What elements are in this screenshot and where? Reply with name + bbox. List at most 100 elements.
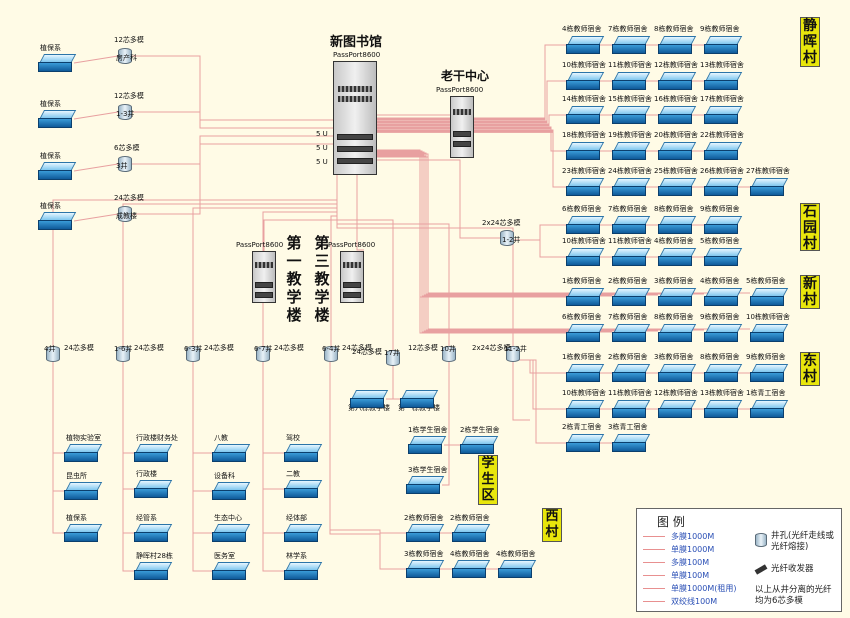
switch-icon[interactable] [284, 562, 323, 580]
switch-icon[interactable] [212, 482, 251, 500]
switch-icon[interactable] [612, 364, 651, 382]
switch-icon[interactable] [658, 400, 697, 418]
switch-icon[interactable] [750, 324, 789, 342]
switch-icon[interactable] [566, 106, 605, 124]
switch-icon[interactable] [704, 72, 743, 90]
switch-icon[interactable] [406, 524, 445, 542]
bottom-well-fiber: 24芯多模 [352, 348, 382, 356]
switch-icon[interactable] [704, 400, 743, 418]
link-line [52, 362, 64, 534]
dorm-label: 13栋教师宿舍 [700, 389, 744, 397]
switch-icon[interactable] [658, 142, 697, 160]
xicun-label: 2栋教师宿舍 [404, 514, 444, 522]
switch-icon[interactable] [750, 364, 789, 382]
switch-icon[interactable] [658, 288, 697, 306]
switch-icon[interactable] [704, 248, 743, 266]
switch-icon[interactable] [460, 436, 499, 454]
switch-icon[interactable] [750, 178, 789, 196]
switch-icon[interactable] [612, 142, 651, 160]
switch-icon[interactable] [452, 560, 491, 578]
switch-icon[interactable] [704, 106, 743, 124]
switch-icon[interactable] [612, 288, 651, 306]
dorm-label: 1栋教师宿舍 [562, 277, 602, 285]
switch-icon[interactable] [134, 524, 173, 542]
switch-icon[interactable] [134, 480, 173, 498]
switch-icon[interactable] [38, 212, 77, 230]
bottom-well-name: 4井 [44, 345, 56, 353]
switch-icon[interactable] [612, 248, 651, 266]
switch-icon[interactable] [566, 142, 605, 160]
switch-icon[interactable] [38, 54, 77, 72]
switch-icon[interactable] [658, 36, 697, 54]
link-line [122, 362, 134, 572]
switch-icon[interactable] [566, 288, 605, 306]
link-line [263, 175, 338, 251]
switch-icon[interactable] [612, 72, 651, 90]
switch-icon[interactable] [704, 178, 743, 196]
switch-icon[interactable] [566, 364, 605, 382]
switch-icon[interactable] [64, 482, 103, 500]
dorm-label: 11栋教师宿舍 [608, 61, 652, 69]
switch-icon[interactable] [658, 364, 697, 382]
well-icon [324, 346, 338, 362]
switch-icon[interactable] [64, 444, 103, 462]
switch-icon[interactable] [38, 162, 77, 180]
well-icon [256, 346, 270, 362]
switch-icon[interactable] [658, 248, 697, 266]
switch-icon[interactable] [408, 436, 447, 454]
switch-icon[interactable] [750, 288, 789, 306]
dorm-label: 9栋教师宿舍 [700, 205, 740, 213]
switch-icon[interactable] [212, 524, 251, 542]
switch-icon[interactable] [658, 106, 697, 124]
left-fiber: 12芯多模 [114, 36, 144, 44]
switch-icon[interactable] [612, 36, 651, 54]
switch-icon[interactable] [704, 36, 743, 54]
switch-icon[interactable] [284, 480, 323, 498]
switch-icon[interactable] [452, 524, 491, 542]
switch-icon[interactable] [498, 560, 537, 578]
switch-icon[interactable] [612, 434, 651, 452]
switch-icon[interactable] [704, 216, 743, 234]
switch-icon[interactable] [704, 142, 743, 160]
switch-icon[interactable] [658, 324, 697, 342]
switch-icon[interactable] [612, 324, 651, 342]
switch-icon[interactable] [212, 444, 251, 462]
switch-icon[interactable] [406, 476, 445, 494]
switch-icon[interactable] [134, 444, 173, 462]
switch-icon[interactable] [612, 216, 651, 234]
bottom-well-fiber: 12芯多模 [408, 344, 438, 352]
switch-icon[interactable] [704, 364, 743, 382]
switch-icon[interactable] [704, 288, 743, 306]
switch-icon[interactable] [658, 216, 697, 234]
switch-icon[interactable] [612, 106, 651, 124]
switch-icon[interactable] [566, 400, 605, 418]
switch-icon[interactable] [566, 324, 605, 342]
switch-icon[interactable] [566, 248, 605, 266]
switch-icon[interactable] [750, 400, 789, 418]
dorm-label: 20栋教师宿舍 [654, 131, 698, 139]
well-fiber: 2x24芯多模 [482, 219, 521, 227]
switch-icon[interactable] [612, 178, 651, 196]
port-label-2: 5 U [316, 144, 328, 152]
switch-icon[interactable] [350, 390, 389, 408]
switch-icon[interactable] [406, 560, 445, 578]
legend-transceiver-icon [754, 564, 768, 575]
switch-icon[interactable] [658, 72, 697, 90]
switch-icon[interactable] [566, 178, 605, 196]
dorm-label: 2栋教师宿舍 [608, 277, 648, 285]
switch-icon[interactable] [566, 216, 605, 234]
switch-icon[interactable] [612, 400, 651, 418]
switch-icon[interactable] [284, 524, 323, 542]
switch-icon[interactable] [400, 390, 439, 408]
switch-icon[interactable] [566, 36, 605, 54]
link-line [356, 175, 364, 251]
switch-icon[interactable] [658, 178, 697, 196]
switch-icon[interactable] [134, 562, 173, 580]
switch-icon[interactable] [212, 562, 251, 580]
switch-icon[interactable] [566, 72, 605, 90]
switch-icon[interactable] [284, 444, 323, 462]
switch-icon[interactable] [64, 524, 103, 542]
switch-icon[interactable] [566, 434, 605, 452]
switch-icon[interactable] [38, 110, 77, 128]
switch-icon[interactable] [704, 324, 743, 342]
